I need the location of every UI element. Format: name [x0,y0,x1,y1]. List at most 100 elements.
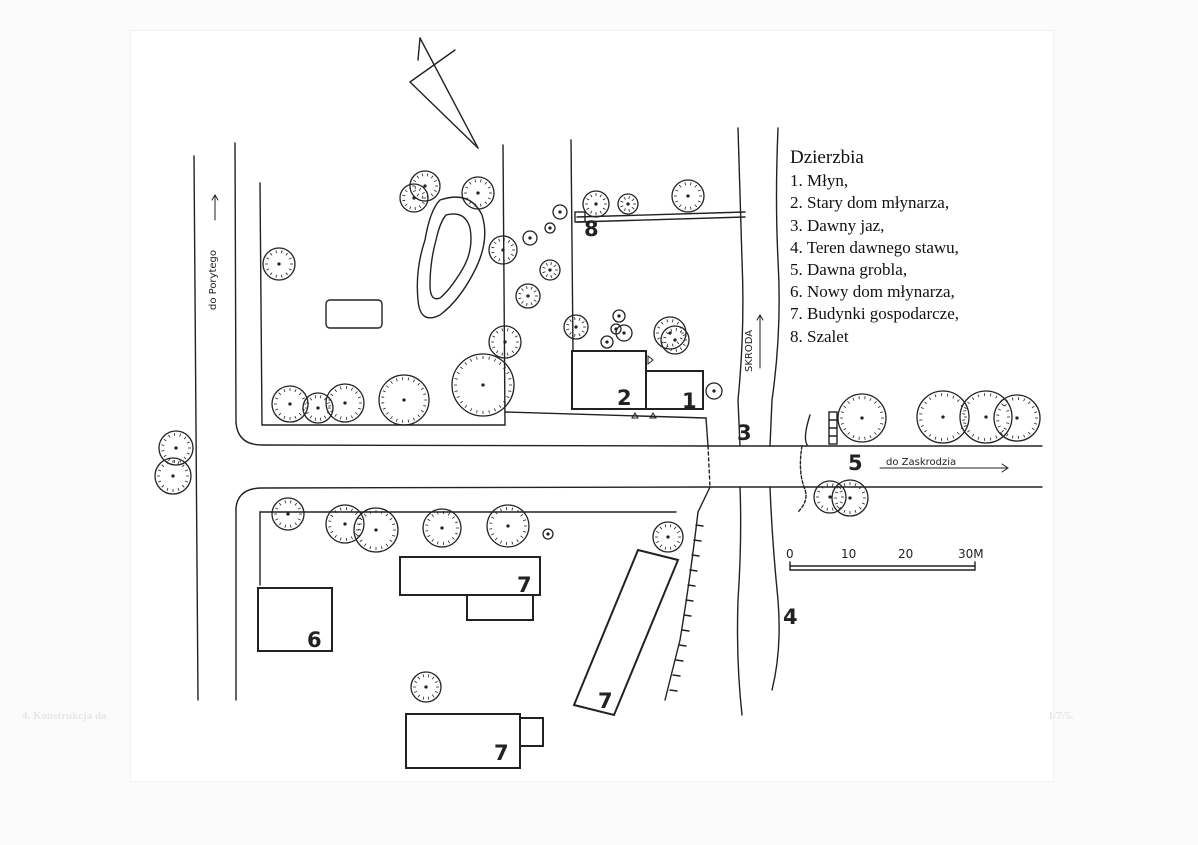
building-numbers: 1 2 3 4 5 6 7 7 7 8 [307,217,863,765]
tree-icon [552,204,568,220]
main-road [235,422,1043,509]
building-1 [645,370,704,410]
tree-center [316,406,320,410]
faded-caption-left: 4. Konstrukcja da [22,710,107,722]
tree-center [526,294,530,298]
tree-center [288,402,292,406]
tree-texture [996,397,1038,439]
building-7a-annex [466,594,534,621]
tree-icon [410,671,442,703]
tree-icon [539,259,561,281]
legend-title: Dzierzbia [790,147,864,168]
tree-center [860,416,864,420]
tree-center [605,340,609,344]
tree-icon [652,521,684,553]
tree-icon [916,390,970,444]
tree-center [286,512,290,516]
tree-texture [381,377,427,423]
tree-texture [489,507,527,545]
tree-texture [425,511,459,545]
tree-center [528,236,532,240]
tree-icon [271,497,305,531]
tree-texture [620,196,636,212]
tree-texture [491,238,515,262]
tree-texture [674,182,702,210]
scale-labels: 0 10 20 30M [786,547,984,561]
scale-tick-10: 10 [841,547,856,561]
tree-texture [663,328,687,352]
tree-center [277,262,281,266]
tree-icon [660,325,690,355]
scale-tick-30: 30M [958,547,984,561]
tree-center [673,338,677,342]
legend-item-6: 6. Nowy dom młynarza, [790,282,955,302]
tree-center [828,495,832,499]
legend-item-7: 7. Budynki gospodarcze, [790,304,960,324]
tree-center [171,474,175,478]
legend-item-1: 1. Młyn, [790,171,849,191]
tree-center [343,401,347,405]
tree-icon [154,457,192,495]
tree-texture [464,179,492,207]
tree-center [668,331,672,335]
label-7b: 7 [598,689,613,713]
tree-icon [612,309,626,323]
garden-bed [325,299,383,329]
tree-center [574,325,578,329]
scale-tick-20: 20 [898,547,913,561]
tree-texture [454,356,512,414]
label-8: 8 [584,217,599,241]
tree-center [423,184,427,188]
tree-icon [582,190,610,218]
tree-icon [353,507,399,553]
tree-icon [993,394,1041,442]
label-4: 4 [783,605,798,629]
tree-icon [378,374,430,426]
legend-item-5: 5. Dawna grobla, [790,260,908,280]
trees [154,170,1041,703]
tree-center [548,226,552,230]
tree-center [501,248,505,252]
tree-icon [271,385,309,423]
steps [828,411,838,445]
tree-center [174,446,178,450]
tree-icon [399,183,429,213]
tree-icon [837,393,887,443]
tree-texture [157,460,189,492]
label-7c: 7 [494,741,509,765]
label-5: 5 [848,451,863,475]
tree-center [712,389,716,393]
tree-icon [325,383,365,423]
tree-center [506,524,510,528]
tree-icon [653,316,687,350]
building-7c-annex [519,717,544,747]
tree-icon [461,176,495,210]
tree-center [984,415,988,419]
tree-texture [655,524,681,550]
road-west [193,142,237,701]
legend-item-3: 3. Dawny jaz, [790,215,885,235]
tree-center [686,194,690,198]
tree-center [402,398,406,402]
tree-center [941,415,945,419]
tree-center [424,685,428,689]
tree-icon [488,325,522,359]
buildings [257,211,704,769]
scale-bar [789,561,976,571]
tree-center [617,314,621,318]
legend-item-2: 2. Stary dom młynarza, [790,193,950,213]
legend-item-8: 8. Szalet [790,326,849,346]
tree-icon [615,324,633,342]
tree-icon [813,480,847,514]
tree-texture [274,500,302,528]
label-6: 6 [307,628,322,652]
tree-icon [158,430,194,466]
tree-icon [488,235,518,265]
pond [416,196,486,319]
embankment [664,511,704,701]
road-label-east: do Zaskrodzia [886,457,956,468]
tree-icon [959,390,1013,444]
tree-texture [402,186,426,210]
tree-texture [161,433,191,463]
